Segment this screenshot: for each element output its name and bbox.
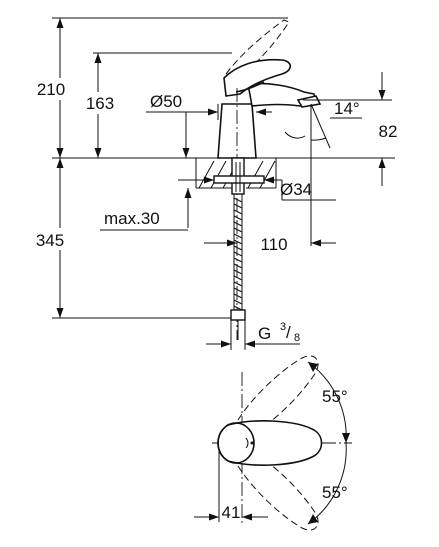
- dim-spout-height: 163: [78, 53, 122, 158]
- dim-reach-label: 110: [260, 235, 287, 254]
- dim-connection-slash: /: [286, 323, 291, 342]
- dim-lever-offset-label: 41: [222, 503, 241, 522]
- temperature-dot: [250, 441, 254, 445]
- lever-open-position: [225, 19, 290, 77]
- plan-body-outline: [217, 422, 255, 464]
- dim-rotation-top-label: 55°: [322, 387, 348, 406]
- dim-body-diameter: Ø50: [146, 92, 272, 120]
- dim-hole-diameter: Ø34: [178, 176, 336, 201]
- lever-rotated-right: [237, 453, 319, 531]
- dim-rotation-bottom: 55°: [307, 442, 348, 525]
- dim-hose-length-label: 345: [36, 231, 64, 250]
- dim-reach: 110: [204, 150, 336, 254]
- dim-rotation-bottom-label: 55°: [322, 483, 348, 502]
- dim-total-height-label: 210: [37, 80, 65, 99]
- dim-connection-denominator: 8: [294, 332, 300, 344]
- dim-body-diameter-label: Ø50: [150, 92, 182, 111]
- body-arrow: [182, 148, 190, 158]
- dim-hole-diameter-label: Ø34: [280, 180, 312, 199]
- dim-rotation-top: 55°: [307, 361, 350, 444]
- dim-connection-prefix: G: [258, 324, 271, 343]
- plan-lever: [227, 420, 323, 466]
- flexible-hose: [230, 194, 246, 340]
- dim-max-thickness: max.30: [100, 188, 192, 231]
- dim-max-thickness-label: max.30: [104, 209, 160, 228]
- faucet-lever: [223, 58, 292, 97]
- dim-total-height: 210: [28, 18, 74, 158]
- dim-lever-offset: 41: [194, 450, 268, 522]
- dim-spout-angle: 14°: [284, 99, 362, 150]
- aerator: [296, 95, 322, 108]
- faucet-body: [217, 103, 257, 159]
- mounting-shank: [213, 157, 265, 195]
- dim-connection: G 3 / 8: [206, 320, 300, 350]
- dim-spout-offset: 82: [303, 72, 397, 186]
- lever-edge: [235, 81, 265, 93]
- lever-rotated-left: [237, 355, 319, 433]
- dim-spout-offset-label: 82: [379, 122, 398, 141]
- dim-spout-angle-label: 14°: [334, 99, 360, 118]
- dim-hose-length: 345: [28, 158, 74, 318]
- temperature-mark: [245, 437, 249, 449]
- countertop-section: [195, 158, 277, 189]
- dim-connection-numerator: 3: [280, 321, 286, 333]
- dim-spout-height-label: 163: [86, 94, 114, 113]
